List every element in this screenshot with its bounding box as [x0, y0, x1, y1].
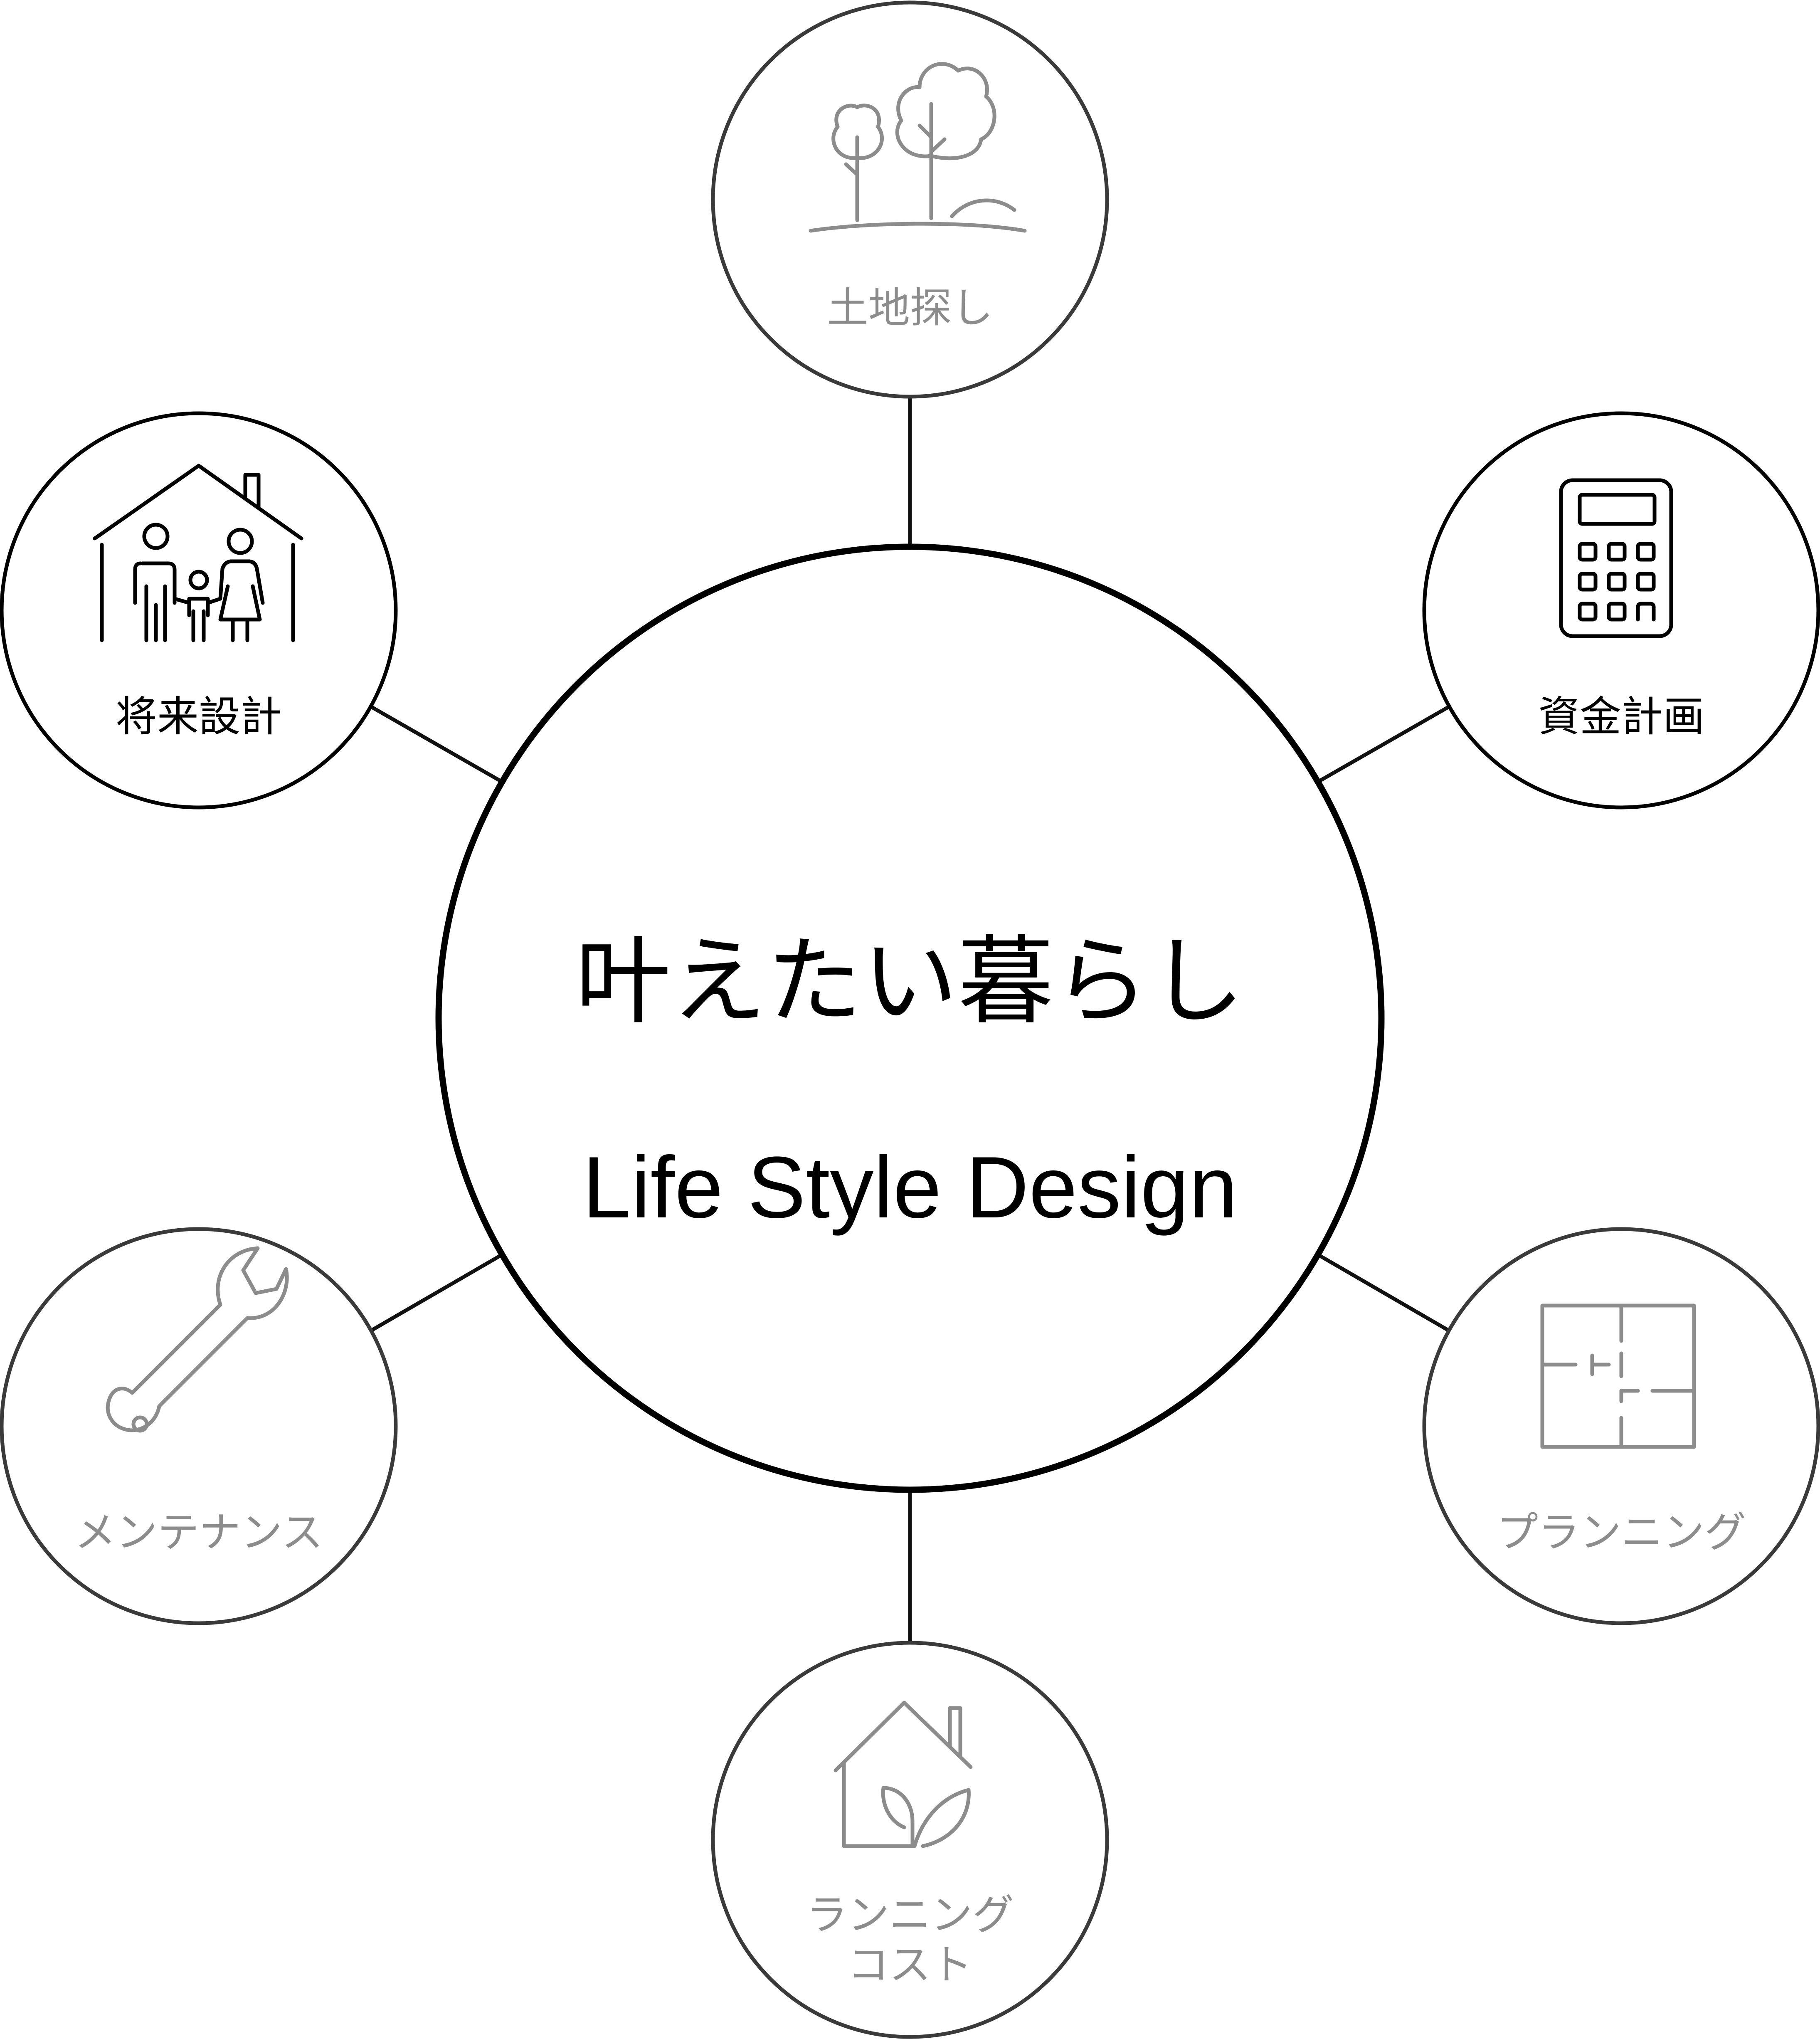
node-finance-label: 資金計画 [1538, 692, 1704, 741]
center-title-ja: 叶えたい暮らし [575, 926, 1245, 1037]
connectors [370, 391, 1450, 1647]
node-maintenance-circle [0, 1227, 398, 1625]
center-title-en: Life Style Design [582, 1138, 1238, 1236]
center-node: 叶えたい暮らし Life Style Design [435, 543, 1385, 1493]
connector-finance [1317, 705, 1450, 783]
center-circle [435, 543, 1385, 1493]
node-running: ランニング コスト [711, 1641, 1109, 2039]
trees-icon [809, 62, 1027, 233]
node-planning: プランニング [1422, 1227, 1820, 1625]
node-land-label: 土地探し [827, 284, 993, 332]
node-maintenance-label: メンテナンス [74, 1508, 323, 1557]
node-land: 土地探し [711, 0, 1109, 399]
node-finance: 資金計画 [1422, 411, 1820, 810]
node-running-circle [711, 1641, 1109, 2039]
connector-planning [1317, 1253, 1450, 1332]
node-land-circle [711, 0, 1109, 399]
floor-plan-icon [1540, 1303, 1696, 1449]
node-future-circle [0, 411, 398, 810]
node-maintenance: メンテナンス [0, 1227, 398, 1625]
connector-future [370, 705, 503, 783]
node-future-label: 将来設計 [116, 692, 282, 741]
node-running-label-line1: ランニング [806, 1891, 1014, 1939]
calculator-icon [1559, 478, 1673, 638]
node-planning-label: プランニング [1497, 1508, 1746, 1557]
connector-maintenance [370, 1253, 503, 1332]
wrench-icon [106, 1246, 289, 1433]
node-running-label-line2: コスト [848, 1940, 972, 1989]
node-finance-circle [1422, 411, 1820, 810]
node-future: 将来設計 [0, 411, 398, 810]
family-house-icon [93, 464, 303, 642]
eco-house-icon [834, 1701, 973, 1848]
